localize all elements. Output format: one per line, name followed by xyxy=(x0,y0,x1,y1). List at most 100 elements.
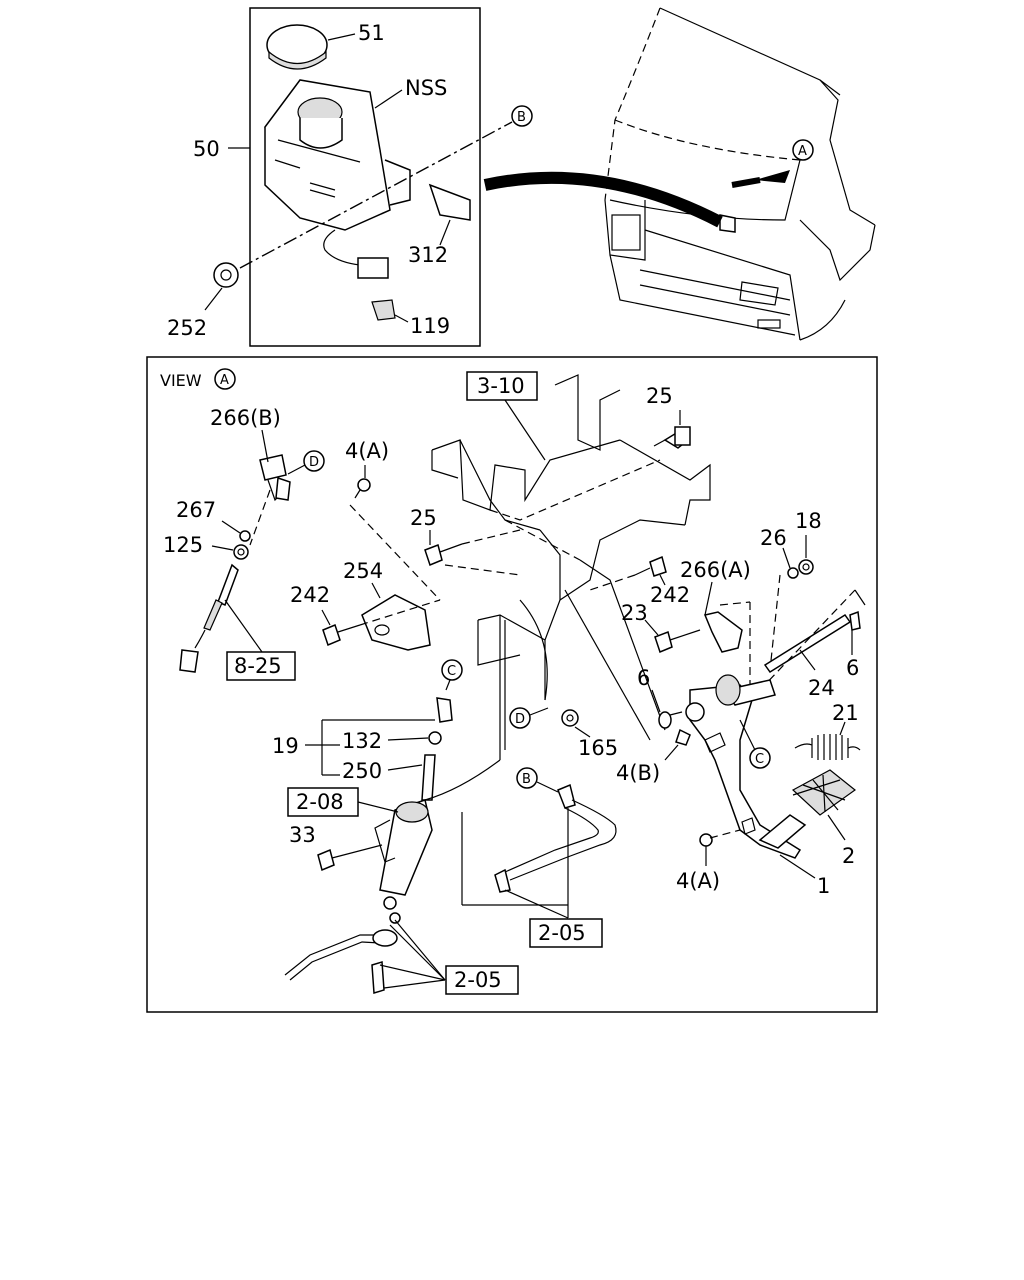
box-8-25 xyxy=(226,651,296,681)
spring-21 xyxy=(794,734,861,760)
label-21: 21 xyxy=(832,701,859,725)
circle-b-top xyxy=(511,105,533,127)
bolt-25-mid xyxy=(424,543,463,567)
bracket-254 xyxy=(361,594,431,651)
circle-d-top-label: D xyxy=(309,455,319,470)
label-6-left: 6 xyxy=(637,666,650,690)
label-254: 254 xyxy=(343,559,383,583)
label-19: 19 xyxy=(272,734,299,758)
label-242-left: 242 xyxy=(290,583,330,607)
box-2-05-bottom-label: 2-05 xyxy=(454,968,502,992)
bolt-4a-bottom xyxy=(699,829,741,847)
bolt-242-left xyxy=(322,623,361,647)
circle-c-right xyxy=(749,747,771,769)
circle-c-top-label: C xyxy=(447,664,456,679)
bolt-33 xyxy=(317,844,383,872)
label-119: 119 xyxy=(410,314,450,338)
box-2-08-label: 2-08 xyxy=(296,790,344,814)
view-arrow-icon xyxy=(755,170,790,183)
box-8-25-label: 8-25 xyxy=(234,654,282,678)
label-33: 33 xyxy=(289,823,316,847)
label-242-right: 242 xyxy=(650,583,690,607)
label-165: 165 xyxy=(578,736,618,760)
circle-a-top-label: A xyxy=(798,144,807,159)
shaft-24 xyxy=(763,610,861,674)
nut-252 xyxy=(213,262,239,288)
view-a-frame xyxy=(146,356,878,1013)
label-312: 312 xyxy=(408,243,448,267)
pointer-arrow xyxy=(483,171,723,228)
washer-26 xyxy=(787,567,799,579)
bolt-25-top xyxy=(653,426,691,449)
switch-266a xyxy=(703,611,743,653)
switch-266b xyxy=(259,454,291,502)
rod-250 xyxy=(421,754,436,801)
label-267: 267 xyxy=(176,498,216,522)
reservoir-cap xyxy=(266,24,328,70)
nut-18 xyxy=(798,559,814,575)
box-3-10-label: 3-10 xyxy=(477,374,525,398)
label-4b: 4(B) xyxy=(616,761,660,785)
view-a-title: VIEW xyxy=(160,371,202,390)
label-4a-top: 4(A) xyxy=(345,439,389,463)
nut-132 xyxy=(428,731,442,745)
reservoir-panel-frame xyxy=(249,7,481,347)
clevis-c xyxy=(436,697,453,723)
label-1: 1 xyxy=(817,874,830,898)
view-a-title-circle xyxy=(214,368,236,390)
bushing-6-left xyxy=(658,711,683,729)
label-252: 252 xyxy=(167,316,207,340)
label-250: 250 xyxy=(342,759,382,783)
label-50: 50 xyxy=(193,137,220,161)
circle-a-top xyxy=(792,139,814,161)
pedal-bracket xyxy=(431,374,711,741)
bolt-4a-top xyxy=(354,478,371,499)
label-266b: 266(B) xyxy=(210,406,281,430)
pipe-bottom xyxy=(284,912,401,994)
reservoir-body xyxy=(264,79,411,279)
pedal-pad-2 xyxy=(758,769,856,849)
hose-2-05 xyxy=(494,783,617,893)
label-26: 26 xyxy=(760,526,787,550)
label-2: 2 xyxy=(842,844,855,868)
label-25-top: 25 xyxy=(646,384,673,408)
sensor-8-25 xyxy=(179,563,239,673)
label-18: 18 xyxy=(795,509,822,533)
circle-d-top xyxy=(303,450,325,472)
bolt-4b xyxy=(675,728,691,746)
bracket-312 xyxy=(428,183,471,221)
bolt-23 xyxy=(654,629,701,654)
circle-b-mid-label: B xyxy=(522,772,531,787)
label-23: 23 xyxy=(621,601,648,625)
view-a-title-circle-label: A xyxy=(220,373,229,388)
label-132: 132 xyxy=(342,729,382,753)
label-25-mid: 25 xyxy=(410,506,437,530)
circle-b-mid xyxy=(516,767,538,789)
master-cylinder xyxy=(374,759,501,910)
circle-c-top xyxy=(441,659,463,681)
bolt-242-right xyxy=(634,555,667,577)
label-51: 51 xyxy=(358,21,385,45)
nut-125 xyxy=(233,544,249,560)
truck-cab xyxy=(604,7,876,341)
label-nss: NSS xyxy=(405,76,447,100)
box-2-05-right-label: 2-05 xyxy=(538,921,586,945)
box-2-05-bottom xyxy=(445,965,519,995)
nut-165 xyxy=(561,709,579,727)
clip-119 xyxy=(371,299,396,321)
label-4a-bottom: 4(A) xyxy=(676,869,720,893)
label-125: 125 xyxy=(163,533,203,557)
label-6-right: 6 xyxy=(846,656,859,680)
washer-267 xyxy=(239,530,251,542)
circle-d-mid xyxy=(509,707,531,729)
label-266a: 266(A) xyxy=(680,558,751,582)
box-2-05-right xyxy=(529,918,603,948)
reservoir-panel: 51 NSS 50 312 119 B xyxy=(193,7,533,347)
circle-c-right-label: C xyxy=(755,752,764,767)
circle-b-top-label: B xyxy=(517,110,526,125)
pedal-arm-1 xyxy=(685,674,802,859)
box-3-10 xyxy=(466,371,538,401)
label-24: 24 xyxy=(808,676,835,700)
circle-d-mid-label: D xyxy=(515,712,525,727)
